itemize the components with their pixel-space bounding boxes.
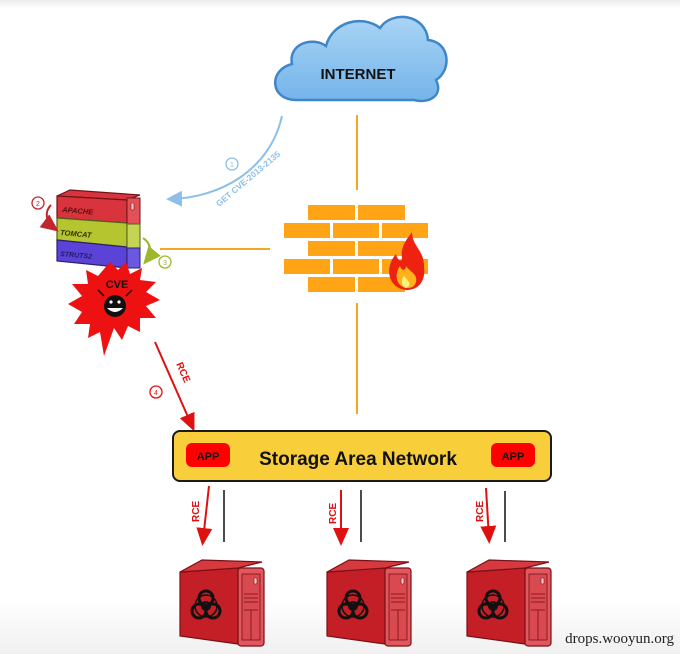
virus-monster-icon [97, 289, 133, 317]
svg-text:APACHE: APACHE [61, 205, 95, 217]
request-arrow: 1 GET CVE-2013-2135 [166, 115, 283, 209]
cve-exploit-splat: CVE [68, 262, 160, 356]
target-server-1: RCE [178, 485, 266, 648]
biohazard-server-icon [178, 558, 266, 648]
step-3-badge [158, 255, 172, 269]
svg-text:RCE: RCE [328, 503, 339, 524]
svg-text:STRUTS2: STRUTS2 [60, 251, 92, 261]
rce-label: RCE [173, 361, 192, 385]
app-badge-left [186, 443, 230, 467]
firewall-icon [284, 205, 428, 292]
step-2-badge [31, 196, 45, 210]
step-4-badge [149, 385, 163, 399]
svg-text:2: 2 [36, 201, 40, 208]
san-label: Storage Area Network [259, 449, 457, 470]
svg-text:RCE: RCE [191, 501, 202, 522]
web-server-stack: APACHE TOMCAT STRUTS2 2 3 [31, 189, 172, 269]
biohazard-server-icon [465, 558, 553, 648]
svg-text:APP: APP [502, 451, 525, 463]
svg-text:TOMCAT: TOMCAT [60, 228, 93, 240]
fire-icon [389, 232, 425, 290]
internet-label: INTERNET [321, 66, 396, 83]
svg-text:1: 1 [230, 162, 234, 169]
biohazard-server-icon [325, 558, 413, 648]
target-server-2: RCE [325, 490, 413, 648]
svg-text:4: 4 [154, 390, 158, 397]
rce-attack-arrow: 4 RCE [149, 341, 195, 432]
cve-label: CVE [106, 279, 129, 291]
request-label: GET CVE-2013-2135 [214, 149, 283, 209]
internet-cloud: INTERNET [273, 15, 448, 103]
storage-area-network: APP APP Storage Area Network [172, 430, 552, 482]
step-1-badge [225, 157, 239, 171]
target-server-3: RCE [465, 487, 553, 648]
app-badge-right [491, 443, 535, 467]
svg-text:APP: APP [197, 451, 220, 463]
svg-text:3: 3 [163, 260, 167, 267]
svg-text:RCE: RCE [475, 501, 486, 522]
watermark: drops.wooyun.org [565, 631, 674, 647]
